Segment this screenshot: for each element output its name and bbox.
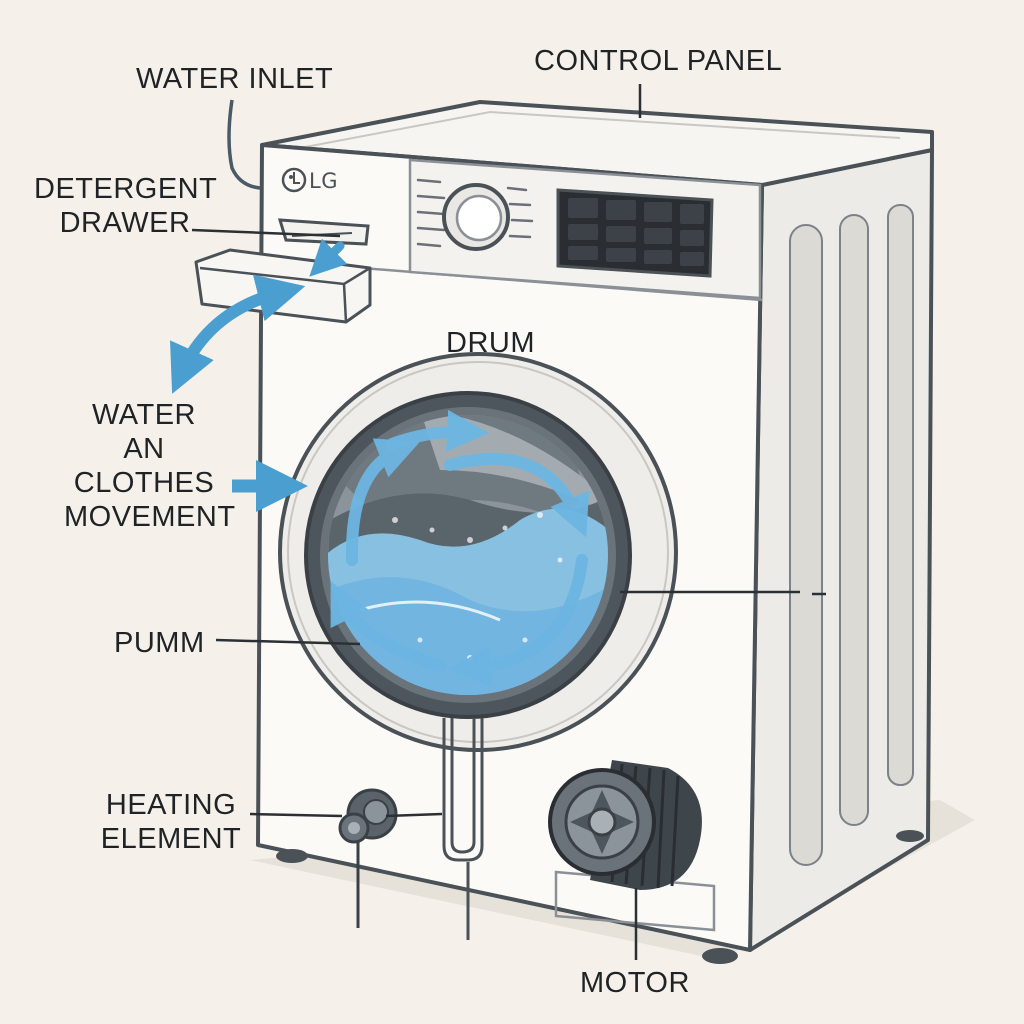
label-heating-element: HEATING ELEMENT bbox=[100, 789, 242, 855]
water-inlet-leader bbox=[227, 99, 261, 190]
label-motor: MOTOR bbox=[580, 967, 690, 999]
pump-leader bbox=[215, 638, 361, 646]
label-drum: DRUM bbox=[446, 327, 535, 359]
machine-feet bbox=[276, 830, 924, 964]
motor-assembly bbox=[548, 760, 702, 890]
digital-display bbox=[556, 188, 714, 278]
heating-element-tube bbox=[442, 718, 484, 940]
leader-lines bbox=[191, 84, 826, 960]
label-pump: PUMM bbox=[114, 627, 205, 659]
label-water-inlet: WATER INLET bbox=[136, 63, 334, 95]
detergent-drawer-leader bbox=[191, 228, 341, 238]
side-ribs bbox=[789, 204, 914, 866]
lg-logo-icon bbox=[281, 167, 307, 193]
label-control-panel: CONTROL PANEL bbox=[534, 45, 783, 77]
detergent-drawer-slot bbox=[277, 218, 370, 246]
detergent-flow-arrow bbox=[309, 238, 348, 277]
knob-tick-marks bbox=[416, 178, 534, 248]
program-dial-knob bbox=[442, 183, 510, 251]
pump-fitting bbox=[338, 788, 398, 928]
heating-element-leader bbox=[249, 812, 343, 818]
drawer-movement-arrow bbox=[170, 274, 306, 394]
brand-logo-text: LG bbox=[309, 169, 338, 193]
water-circulation-arrows bbox=[330, 409, 590, 688]
label-detergent-drawer: DETERGENT DRAWER bbox=[34, 173, 218, 239]
label-water-movement: WATER AN CLOTHES MOVEMENT bbox=[64, 399, 236, 533]
